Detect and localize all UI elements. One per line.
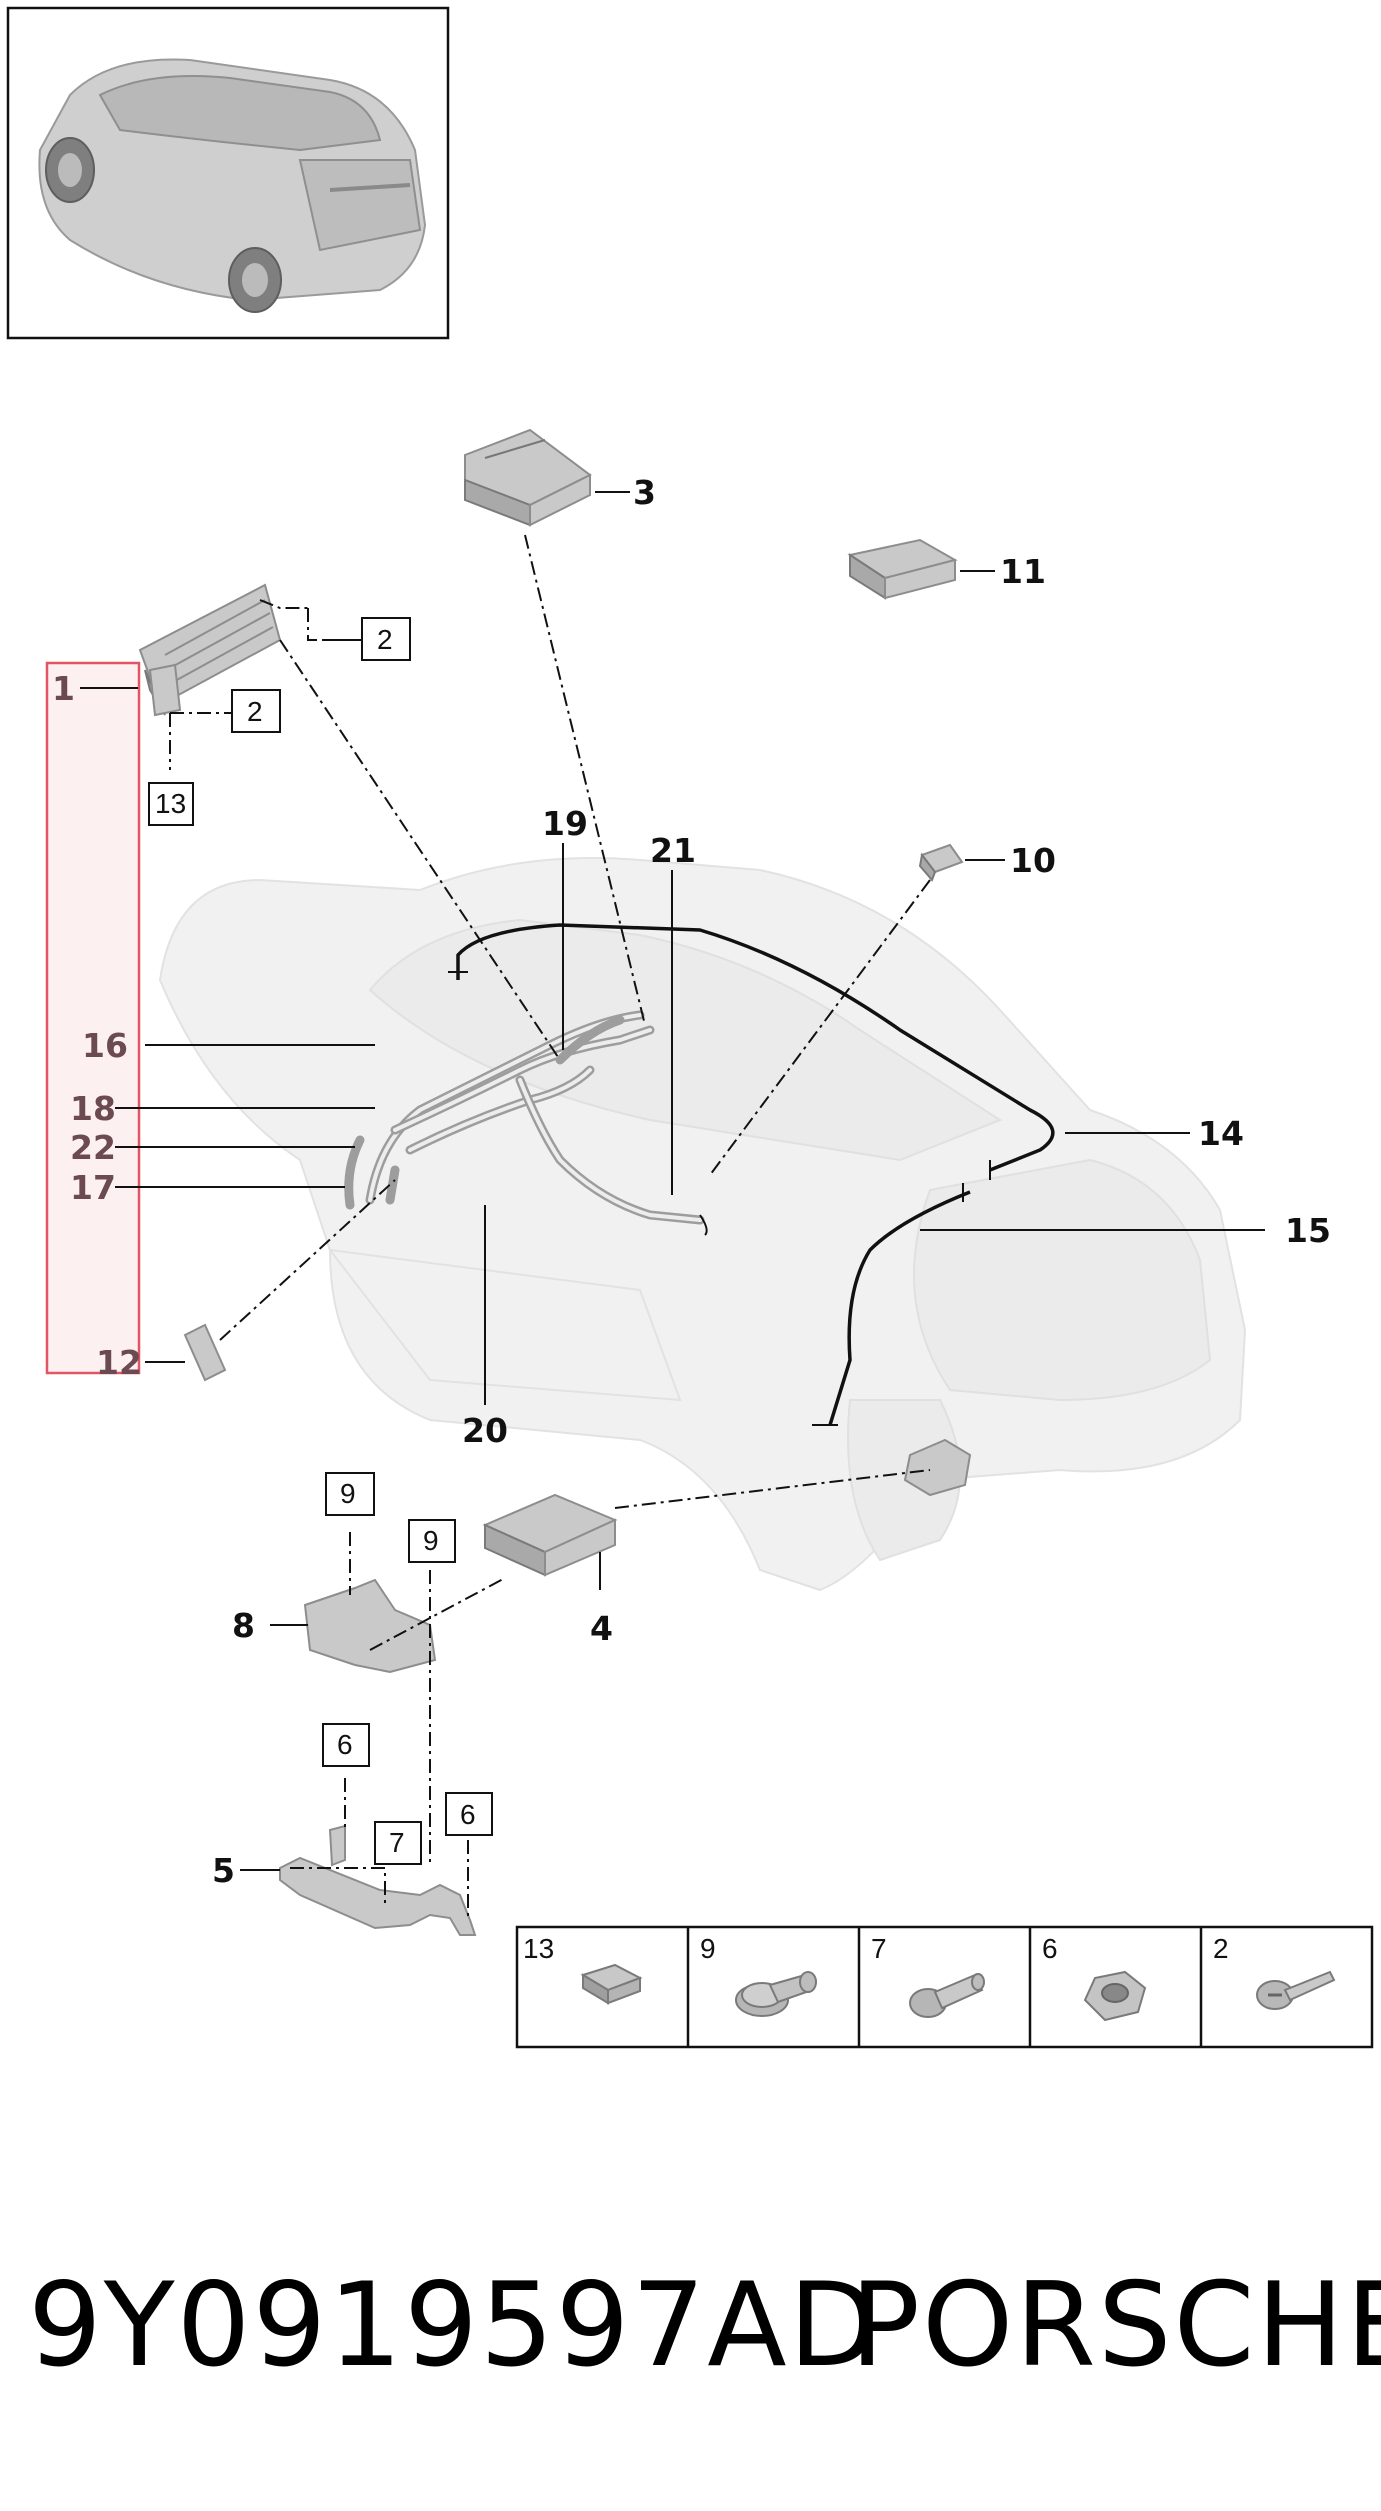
- callout-16: 16: [82, 1026, 128, 1065]
- legend-number-9: 9: [700, 1933, 716, 1964]
- part-rear-module[interactable]: [903, 1438, 972, 1497]
- legend-number-7: 7: [871, 1933, 887, 1964]
- callout-4: 4: [590, 1609, 613, 1648]
- callout-14: 14: [1198, 1114, 1244, 1153]
- part-3-module[interactable]: [464, 428, 592, 527]
- overview-thumbnail: [6, 6, 450, 340]
- callout-10: 10: [1010, 841, 1056, 880]
- part-5-rail[interactable]: [279, 1824, 477, 1936]
- wiring-harness[interactable]: [344, 1010, 705, 1225]
- cable-15[interactable]: [828, 1190, 971, 1426]
- callout-20: 20: [462, 1411, 508, 1450]
- callout-6-left: 6: [337, 1729, 353, 1760]
- callout-17: 17: [70, 1168, 116, 1207]
- callout-19: 19: [542, 804, 588, 843]
- overview-car-icon: [38, 58, 427, 313]
- stud-icon: [909, 1973, 985, 2018]
- callout-9-left: 9: [340, 1478, 356, 1509]
- vehicle-body-outline: [158, 857, 1247, 1592]
- callout-8: 8: [232, 1606, 255, 1645]
- part-11-module[interactable]: [847, 538, 958, 600]
- callout-7: 7: [389, 1827, 405, 1858]
- part-12-bracket[interactable]: [183, 1323, 227, 1382]
- legend-number-2: 2: [1213, 1933, 1229, 1964]
- callout-9-right: 9: [423, 1525, 439, 1556]
- callout-1: 1: [52, 669, 75, 708]
- screw-icon: [1256, 1970, 1336, 2010]
- part-10-sensor[interactable]: [918, 843, 964, 882]
- leader-lines: [80, 491, 1265, 1918]
- boxed-callouts: [148, 617, 493, 1865]
- callout-6-right: 6: [460, 1799, 476, 1830]
- callout-18: 18: [70, 1089, 116, 1128]
- callout-21: 21: [650, 831, 696, 870]
- part-8-bracket[interactable]: [303, 1578, 437, 1674]
- pad-icon: [580, 1963, 643, 2005]
- callout-15: 15: [1285, 1211, 1331, 1250]
- callout-13: 13: [155, 788, 186, 819]
- part-4-control-box[interactable]: [482, 1493, 618, 1577]
- callout-11: 11: [1000, 552, 1046, 591]
- highlight-zone: [45, 661, 141, 1375]
- callout-12: 12: [96, 1343, 142, 1382]
- cable-14[interactable]: [456, 923, 1055, 1172]
- callout-3: 3: [633, 473, 656, 512]
- callout-5: 5: [212, 1851, 235, 1890]
- callout-2-lower: 2: [247, 696, 263, 727]
- part-number: 9Y0919597AD: [28, 2258, 880, 2393]
- fastener-legend: 13 9 7 6 2: [515, 1925, 1374, 2049]
- legend-number-13: 13: [523, 1933, 554, 1964]
- legend-number-6: 6: [1042, 1933, 1058, 1964]
- callout-2-upper: 2: [377, 624, 393, 655]
- clip-icon: [735, 1971, 817, 2017]
- brand-name: PORSCHE: [850, 2258, 1381, 2393]
- callout-22: 22: [70, 1128, 116, 1167]
- nut-icon: [1083, 1970, 1147, 2022]
